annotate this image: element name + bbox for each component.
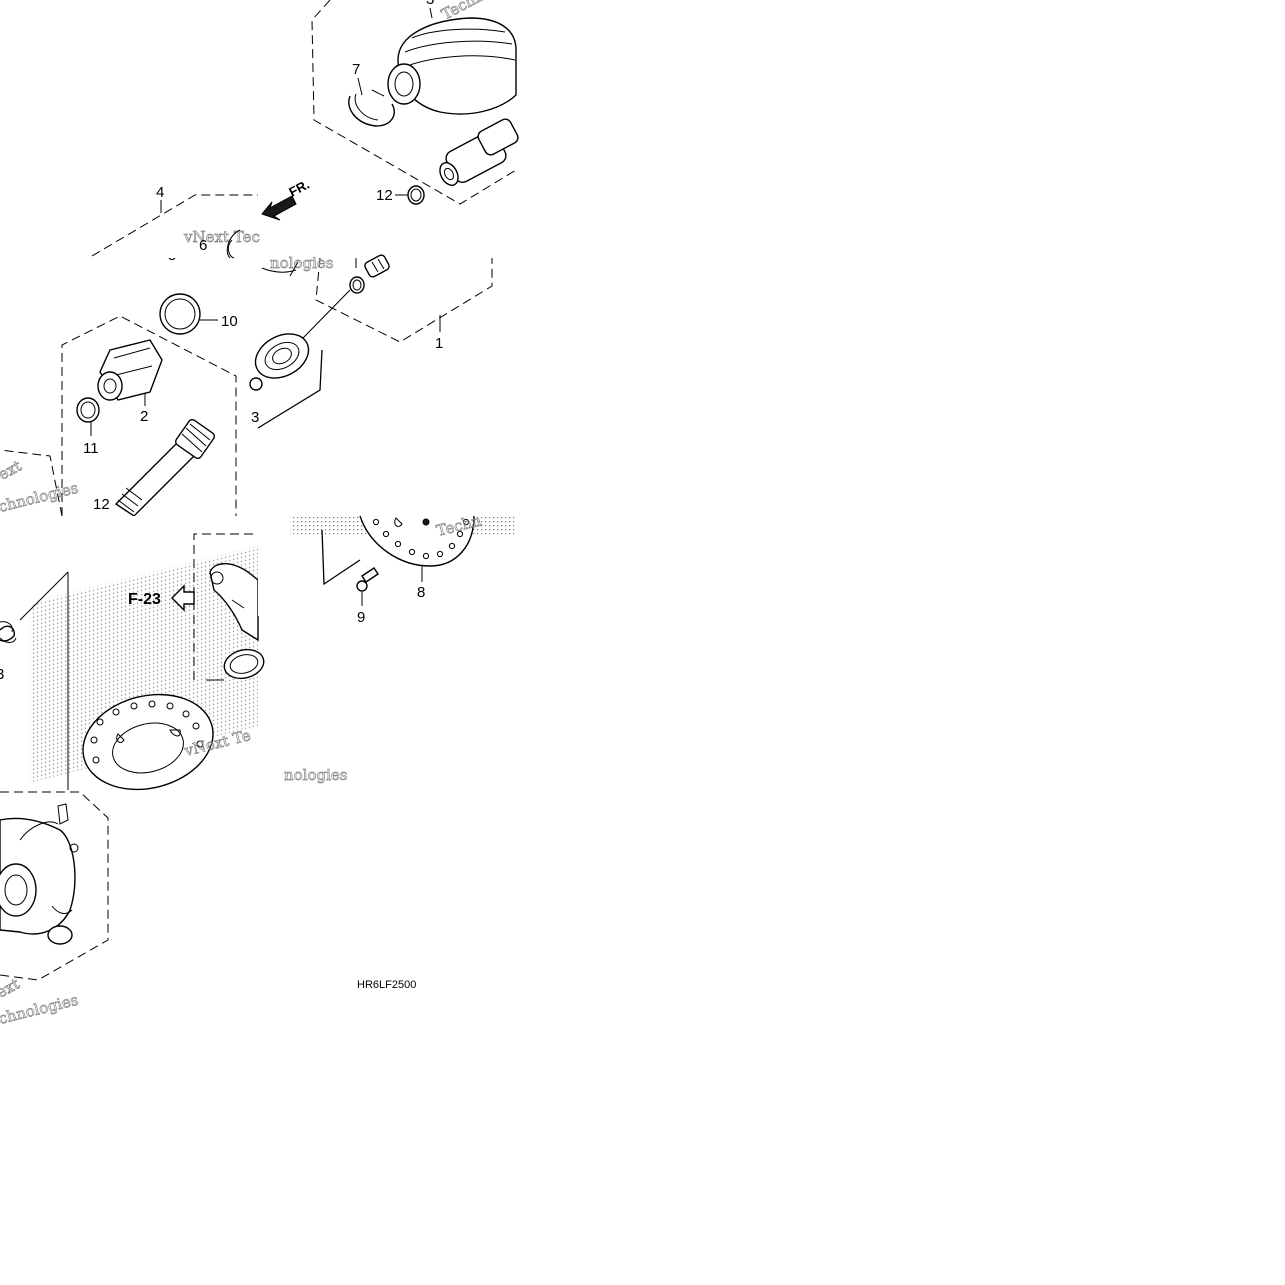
disc-holes-partial [372, 517, 470, 560]
callout-8: 8 [417, 584, 425, 601]
group-outline-inboard [61, 315, 237, 516]
svg-text:nologies: nologies [284, 766, 348, 784]
brake-disc [82, 693, 214, 791]
boot [397, 17, 517, 115]
small-ring [349, 276, 365, 294]
reference-arrow [171, 584, 195, 612]
callout-1: 1 [435, 335, 443, 352]
group-outline-1 [315, 257, 493, 343]
group-outline-top [311, 0, 517, 205]
group-outline-4 [91, 194, 258, 257]
boot-clamp [348, 95, 395, 127]
tile-outboard-joint: 3 7 12 Techno [258, 0, 519, 258]
tile-final-drive: ext chnologies [0, 790, 110, 1028]
callout-3: 3 [426, 0, 434, 8]
disc-bolt [361, 567, 379, 583]
reference-label: F-23 [128, 591, 161, 608]
tile-disc-bolt: 8 9 Techn [258, 511, 516, 626]
callout-4: 4 [156, 184, 164, 201]
callout-7: 7 [352, 61, 360, 78]
tile-direction: 4 FR. vNext Tec 6 [0, 0, 312, 259]
tile-oil-seal: 1 nologies 3 [249, 254, 516, 432]
brake-disc-partial [359, 515, 475, 567]
callout-2: 2 [140, 408, 148, 425]
watermark-fragment: nologies [270, 254, 334, 272]
callout-12: 12 [376, 187, 393, 204]
diagram-code: HR6LF2500 [357, 979, 416, 991]
snap-ring [76, 397, 100, 423]
callout-6: 6 [199, 237, 207, 254]
tile-watermark-strip: nologies [258, 766, 358, 788]
tile-knuckle: 3 F-23 vNext Te [0, 516, 265, 791]
callout-3b: 3 [251, 409, 259, 426]
callout-12b: 12 [93, 496, 110, 513]
tile-inboard-joint: 5 10 2 11 12 ext chnologies [0, 247, 258, 517]
front-direction-arrow [261, 195, 297, 221]
group-outline-knuckle [193, 533, 258, 680]
callout-3c: 3 [0, 666, 4, 683]
disc-holes [90, 700, 204, 764]
callout-11: 11 [83, 440, 99, 457]
watermark-fragment: vNext Tec [183, 228, 260, 246]
o-ring [159, 293, 201, 335]
callout-9: 9 [357, 609, 365, 626]
callout-10: 10 [221, 313, 238, 330]
group-outline-final-drive [0, 791, 109, 981]
